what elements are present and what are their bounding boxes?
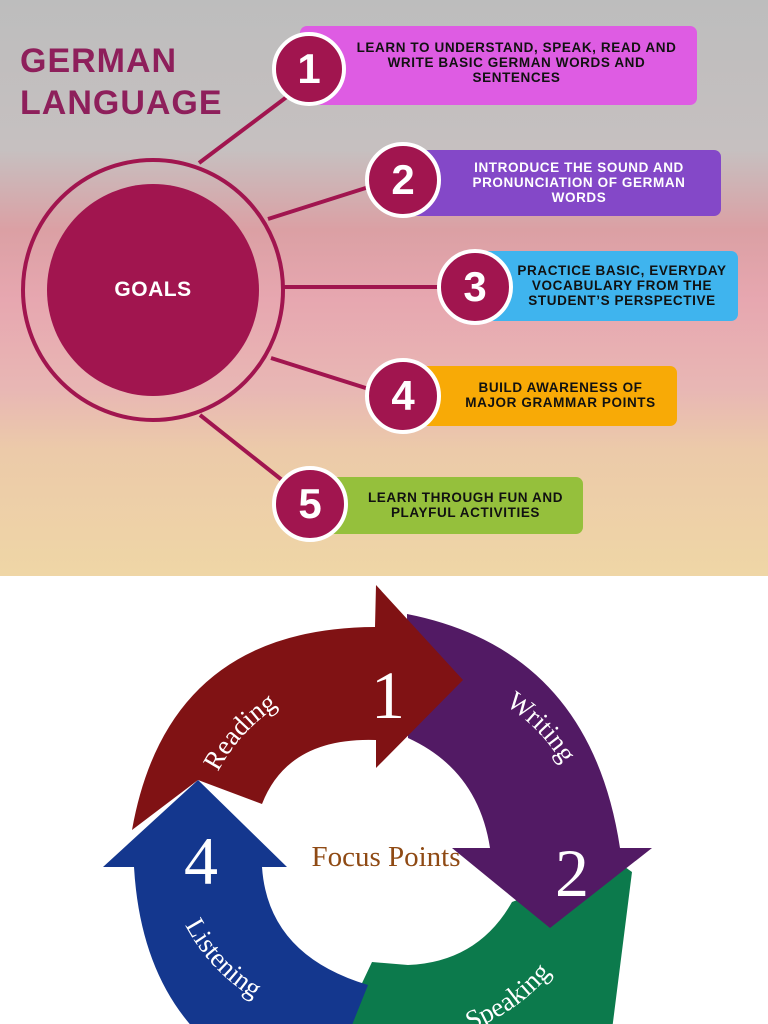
goal-text-3: PRACTICE BASIC, EVERYDAY VOCABULARY FROM… xyxy=(517,262,727,308)
cycle-number-1: 1 xyxy=(371,657,405,733)
goals-center-circle: GOALS xyxy=(47,184,259,396)
goal-text-4: BUILD AWARENESS OF MAJOR GRAMMAR POINTS xyxy=(465,380,656,410)
cycle-segment-reading xyxy=(132,585,463,830)
goal-pill-3: PRACTICE BASIC, EVERYDAY VOCABULARY FROM… xyxy=(480,251,738,321)
goal-pill-4: BUILD AWARENESS OF MAJOR GRAMMAR POINTS xyxy=(412,366,677,426)
cycle-segment-listening xyxy=(103,780,368,1024)
connector-line-2 xyxy=(267,184,373,221)
cycle-segment-writing xyxy=(407,614,652,928)
connector-lines xyxy=(21,94,442,486)
goal-pill-5: LEARN THROUGH FUN AND PLAYFUL ACTIVITIES xyxy=(320,477,583,534)
goals-ring xyxy=(21,158,285,422)
cycle-number-2: 2 xyxy=(555,835,589,911)
goal-pill-2: INTRODUCE THE SOUND AND PRONUNCIATION OF… xyxy=(385,150,721,216)
title-line-1: GERMAN xyxy=(20,42,178,80)
title-line-2: LANGUAGE xyxy=(20,84,223,122)
connector-line-1 xyxy=(197,94,290,165)
goal-text-5: LEARN THROUGH FUN AND PLAYFUL ACTIVITIES xyxy=(367,489,564,520)
goal-number-2: 2 xyxy=(365,142,441,218)
focus-points-cycle: Reading Writing Listening Speaking 1 2 4… xyxy=(0,576,768,1024)
cycle-diagram: Reading Writing Listening Speaking 1 2 4… xyxy=(103,585,652,1024)
goal-number-4: 4 xyxy=(365,358,441,434)
connector-line-5 xyxy=(198,413,289,486)
goals-center-label: GOALS xyxy=(114,278,192,301)
page-title: GERMAN LANGUAGE xyxy=(20,40,223,124)
goal-number-3: 3 xyxy=(437,249,513,325)
goal-number-1: 1 xyxy=(272,32,346,106)
goal-text-1: LEARN TO UNDERSTAND, SPEAK, READ AND WRI… xyxy=(356,40,677,85)
goal-pill-1: LEARN TO UNDERSTAND, SPEAK, READ AND WRI… xyxy=(300,26,697,105)
connector-line-4 xyxy=(270,356,373,392)
cycle-number-4: 4 xyxy=(184,823,218,899)
cycle-center-label: Focus Points xyxy=(311,841,460,873)
goal-text-2: INTRODUCE THE SOUND AND PRONUNCIATION OF… xyxy=(472,159,686,205)
goals-infographic: GERMAN LANGUAGE GOALS LEARN TO UNDERSTAN… xyxy=(0,0,768,576)
goal-number-5: 5 xyxy=(272,466,348,542)
